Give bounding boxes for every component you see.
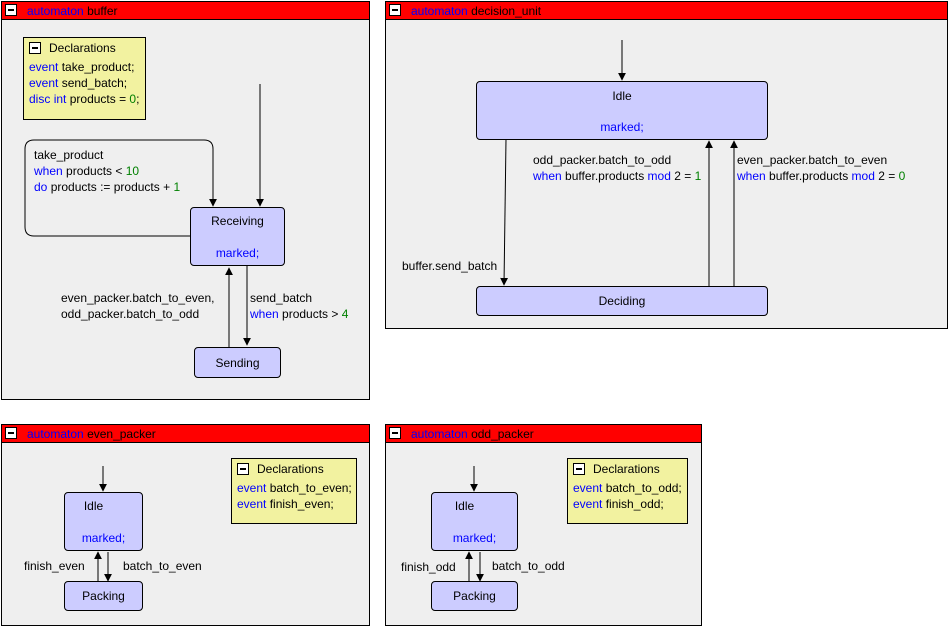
declarations-title: Declarations [257,462,324,476]
automaton-odd-packer-title: automaton odd_packer [411,427,534,441]
state-idle[interactable]: Idle marked; [64,492,143,551]
declaration-line: event finish_odd; [573,497,664,511]
buffer-edges [24,84,264,347]
state-name: Deciding [598,294,646,308]
declaration-line: event batch_to_even; [237,481,352,495]
state-deciding[interactable]: Deciding [476,286,768,316]
edge-label-to-even: even_packer.batch_to_even when buffer.pr… [737,153,906,183]
decision-unit-edges [500,40,738,286]
declaration-line: disc int products = 0; [29,92,140,106]
state-name: Idle [83,499,104,513]
collapse-decision-unit-button[interactable] [389,4,401,16]
declaration-line: event batch_to_odd; [573,481,682,495]
state-name: Sending [215,356,260,370]
edge-label-batch-to-even: batch_to_even [123,559,202,573]
declarations-title: Declarations [593,462,660,476]
state-marked: marked; [81,531,126,545]
state-receiving[interactable]: Receiving marked; [190,207,285,266]
self-loop-edge-take-product [24,139,217,237]
automaton-buffer-title-bar: automaton buffer [2,2,369,20]
automaton-even-packer: automaton even_packer Declarations event… [1,424,370,626]
collapse-declarations-button[interactable] [573,463,585,475]
state-packing[interactable]: Packing [64,581,143,611]
odd-packer-edges [465,466,484,582]
state-sending[interactable]: Sending [194,347,281,378]
state-name: Packing [453,589,496,603]
state-marked: marked; [600,120,644,134]
buffer-declarations-box: Declarations event take_product; event s… [23,37,146,120]
edge-label-to-odd: odd_packer.batch_to_odd when buffer.prod… [533,153,702,183]
automaton-buffer: automaton buffer Declarations event take… [1,1,370,400]
automaton-odd-packer-title-bar: automaton odd_packer [386,425,701,443]
state-idle[interactable]: Idle marked; [476,81,768,140]
edge-send-batch [500,138,509,286]
state-packing[interactable]: Packing [431,581,518,611]
edge-label-finish-odd: finish_odd [401,560,456,574]
declaration-line: event send_batch; [29,76,128,90]
automaton-even-packer-title: automaton even_packer [27,427,156,441]
state-name: Receiving [211,214,264,228]
state-name: Idle [454,499,475,513]
state-marked: marked; [452,531,497,545]
edge-label-send-batch: send_batch when products > 4 [250,291,349,321]
odd-packer-declarations-box: Declarations event batch_to_odd; event f… [567,458,688,524]
edge-label-back-to-receiving: even_packer.batch_to_even, odd_packer.ba… [61,291,215,321]
collapse-buffer-button[interactable] [5,4,17,16]
declaration-line: event finish_even; [237,497,334,511]
state-marked: marked; [215,246,260,260]
state-name: Packing [82,589,125,603]
automaton-decision-unit: automaton decision_unit buffer.send_batc… [385,1,948,329]
edge-label-take-product: take_product when products < 10 do produ… [34,148,181,194]
automaton-odd-packer: automaton odd_packer Declarations event … [385,424,702,626]
even-packer-edges [94,466,112,582]
automaton-even-packer-title-bar: automaton even_packer [2,425,369,443]
edge-label-send-batch: buffer.send_batch [402,259,498,273]
automaton-buffer-title: automaton buffer [27,4,118,18]
collapse-even-packer-button[interactable] [5,427,17,439]
declaration-line: event take_product; [29,60,135,74]
automaton-decision-unit-title-bar: automaton decision_unit [386,2,947,20]
collapse-declarations-button[interactable] [237,463,249,475]
state-name: Idle [612,89,632,103]
even-packer-declarations-box: Declarations event batch_to_even; event … [231,458,357,524]
declarations-title: Declarations [49,41,116,55]
automaton-name: buffer [87,4,118,18]
collapse-declarations-button[interactable] [29,42,41,54]
automaton-keyword: automaton [27,4,84,18]
collapse-odd-packer-button[interactable] [389,427,401,439]
state-idle[interactable]: Idle marked; [431,492,518,551]
edge-label-finish-even: finish_even [24,559,85,573]
edge-label-batch-to-odd: batch_to_odd [492,559,565,573]
automaton-decision-unit-title: automaton decision_unit [411,4,542,18]
